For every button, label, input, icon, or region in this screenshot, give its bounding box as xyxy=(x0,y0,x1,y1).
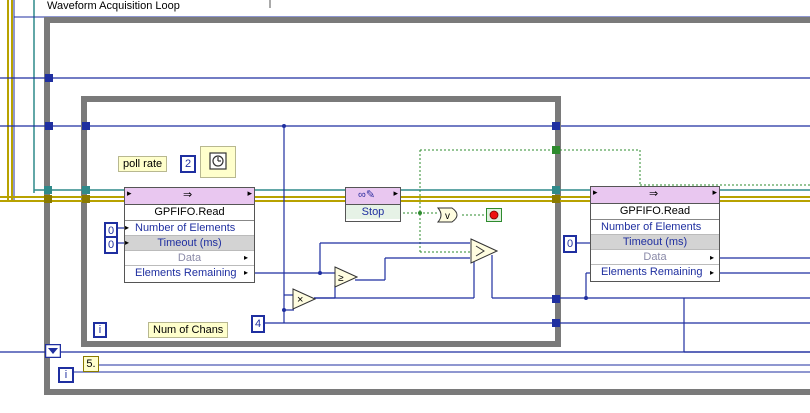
poll-rate-label: poll rate xyxy=(118,156,168,172)
fifo-header: ▸ ⇒ ▸ xyxy=(125,188,254,205)
wait-constant[interactable]: 2 xyxy=(180,155,196,173)
num-of-chans-label: Num of Chans xyxy=(148,322,229,338)
triangle-left-icon: ▸ xyxy=(125,238,130,247)
or-icon[interactable]: v xyxy=(436,206,464,224)
elements-remaining-output[interactable]: Elements Remaining xyxy=(135,267,237,279)
loop-label: Waveform Acquisition Loop xyxy=(47,0,180,12)
fifo-read-node-right[interactable]: ▸ ⇒ ▸ GPFIFO.Read Number of Elements Tim… xyxy=(590,186,720,282)
timeout-input[interactable]: Timeout (ms) xyxy=(591,235,719,250)
data-output[interactable]: Data xyxy=(591,250,719,265)
triangle-right-icon: ▸ xyxy=(247,188,252,198)
fifo-read-node-left[interactable]: ▸ ⇒ ▸ GPFIFO.Read Number of Elements Tim… xyxy=(124,187,255,283)
select-icon[interactable] xyxy=(470,238,498,264)
number-of-elements-input[interactable]: Number of Elements xyxy=(125,221,254,236)
iteration-terminal-outer: i xyxy=(58,367,74,383)
iteration-terminal-inner: i xyxy=(93,322,107,338)
num-chans-constant[interactable]: 4 xyxy=(251,315,265,333)
stopwatch-icon[interactable] xyxy=(200,146,236,178)
triangle-right-icon: ▸ xyxy=(710,268,715,277)
stop-output[interactable]: Stop xyxy=(346,205,400,219)
greater-or-equal-icon[interactable]: ≥ xyxy=(334,266,358,288)
outer-constant[interactable]: 5. xyxy=(83,356,99,372)
multiply-icon[interactable]: × xyxy=(292,288,316,310)
fifo-header: ▸ ⇒ ▸ xyxy=(591,187,719,204)
number-of-elements-constant[interactable]: 0 xyxy=(104,222,118,240)
stop-header: ∞✎ ▸ xyxy=(346,188,400,205)
svg-text:≥: ≥ xyxy=(338,273,344,284)
shift-register-down-icon[interactable] xyxy=(45,344,61,358)
svg-text:v: v xyxy=(445,211,450,222)
fifo-arrow-icon: ⇒ xyxy=(183,189,193,201)
triangle-right-icon: ▸ xyxy=(244,253,249,262)
timeout-input[interactable]: Timeout (ms) xyxy=(125,236,254,251)
triangle-right-icon: ▸ xyxy=(710,253,715,262)
timeout-constant-right[interactable]: 0 xyxy=(563,235,577,253)
number-of-elements-input[interactable]: Number of Elements xyxy=(591,220,719,235)
stop-button-icon[interactable] xyxy=(486,208,502,222)
triangle-right-icon: ▸ xyxy=(127,188,132,198)
stop-node[interactable]: ∞✎ ▸ Stop xyxy=(345,187,401,222)
timeout-constant[interactable]: 0 xyxy=(104,236,118,254)
fifo-arrow-icon: ⇒ xyxy=(649,188,659,200)
fifo-title: GPFIFO.Read xyxy=(125,205,254,221)
triangle-right-icon: ▸ xyxy=(393,188,398,198)
fifo-title: GPFIFO.Read xyxy=(591,204,719,220)
elements-remaining-output[interactable]: Elements Remaining xyxy=(601,266,703,278)
triangle-right-icon: ▸ xyxy=(712,187,717,197)
triangle-right-icon: ▸ xyxy=(244,268,249,277)
svg-text:×: × xyxy=(297,294,303,306)
glasses-pencil-icon: ∞✎ xyxy=(358,189,376,201)
triangle-left-icon: ▸ xyxy=(125,223,130,232)
triangle-right-icon: ▸ xyxy=(593,187,598,197)
data-output[interactable]: Data xyxy=(125,251,254,266)
